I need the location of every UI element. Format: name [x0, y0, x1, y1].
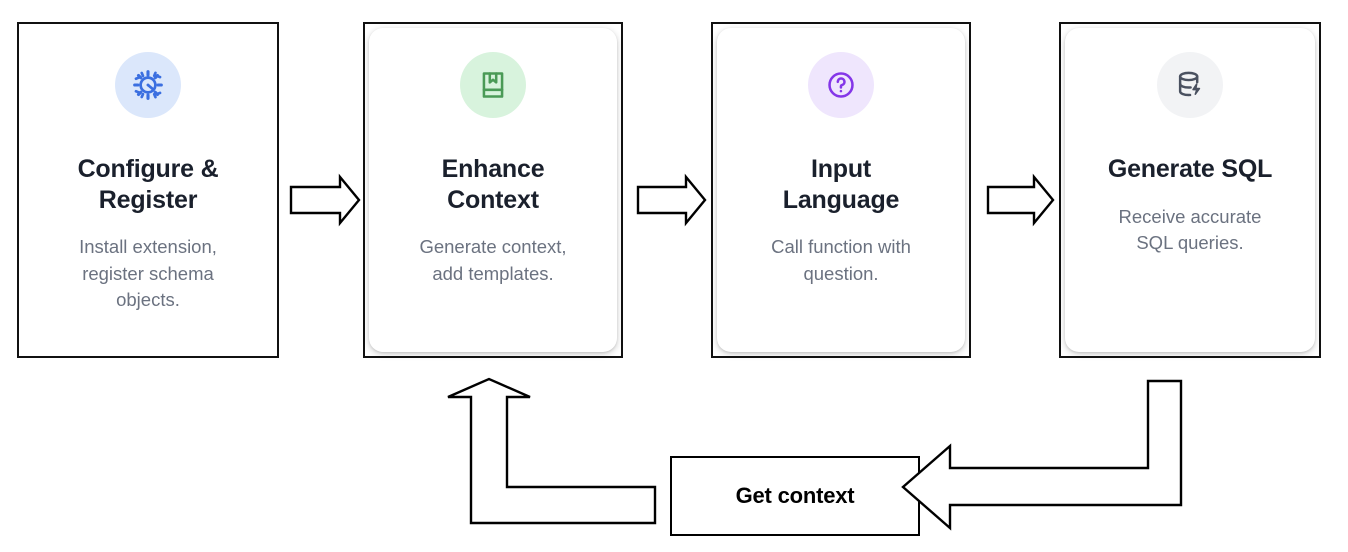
get-context-box[interactable]: Get context — [670, 456, 920, 536]
feedback-arrow-left — [447, 377, 657, 525]
step-description: Call function with question. — [771, 236, 911, 284]
step-title: Configure & Register — [77, 155, 219, 214]
get-context-label: Get context — [735, 483, 855, 508]
step-description: Generate context, add templates. — [419, 236, 567, 284]
book-bookmark-icon — [482, 72, 504, 98]
step-card-body: Configure & Register Install extension, … — [23, 28, 273, 352]
arrow-step3-to-step4 — [986, 173, 1055, 227]
step-title: Generate SQL — [1107, 155, 1273, 183]
feedback-arrow-right — [901, 379, 1183, 531]
step-card-generate-sql[interactable]: Generate SQL Receive accurate SQL querie… — [1059, 22, 1321, 358]
gear-icon — [133, 70, 163, 100]
database-bolt-icon-badge — [1157, 52, 1223, 118]
step-title: Input Language — [782, 155, 900, 214]
question-circle-icon — [828, 72, 854, 98]
step-description: Install extension, register schema objec… — [79, 236, 217, 311]
step-description: Receive accurate SQL queries. — [1118, 205, 1262, 254]
gear-icon-badge — [115, 52, 181, 118]
arrow-step1-to-step2 — [289, 173, 361, 227]
step-card-enhance-context[interactable]: Enhance Context Generate context, add te… — [363, 22, 623, 358]
question-circle-icon-badge — [808, 52, 874, 118]
step-card-body: Enhance Context Generate context, add te… — [369, 28, 617, 352]
step-card-configure-register[interactable]: Configure & Register Install extension, … — [17, 22, 279, 358]
book-bookmark-icon-badge — [460, 52, 526, 118]
database-bolt-icon — [1178, 71, 1201, 97]
arrow-step2-to-step3 — [636, 173, 707, 227]
step-title: Enhance Context — [441, 155, 545, 214]
step-card-body: Generate SQL Receive accurate SQL querie… — [1065, 28, 1315, 352]
step-card-body: Input Language Call function with questi… — [717, 28, 965, 352]
step-card-input-language[interactable]: Input Language Call function with questi… — [711, 22, 971, 358]
